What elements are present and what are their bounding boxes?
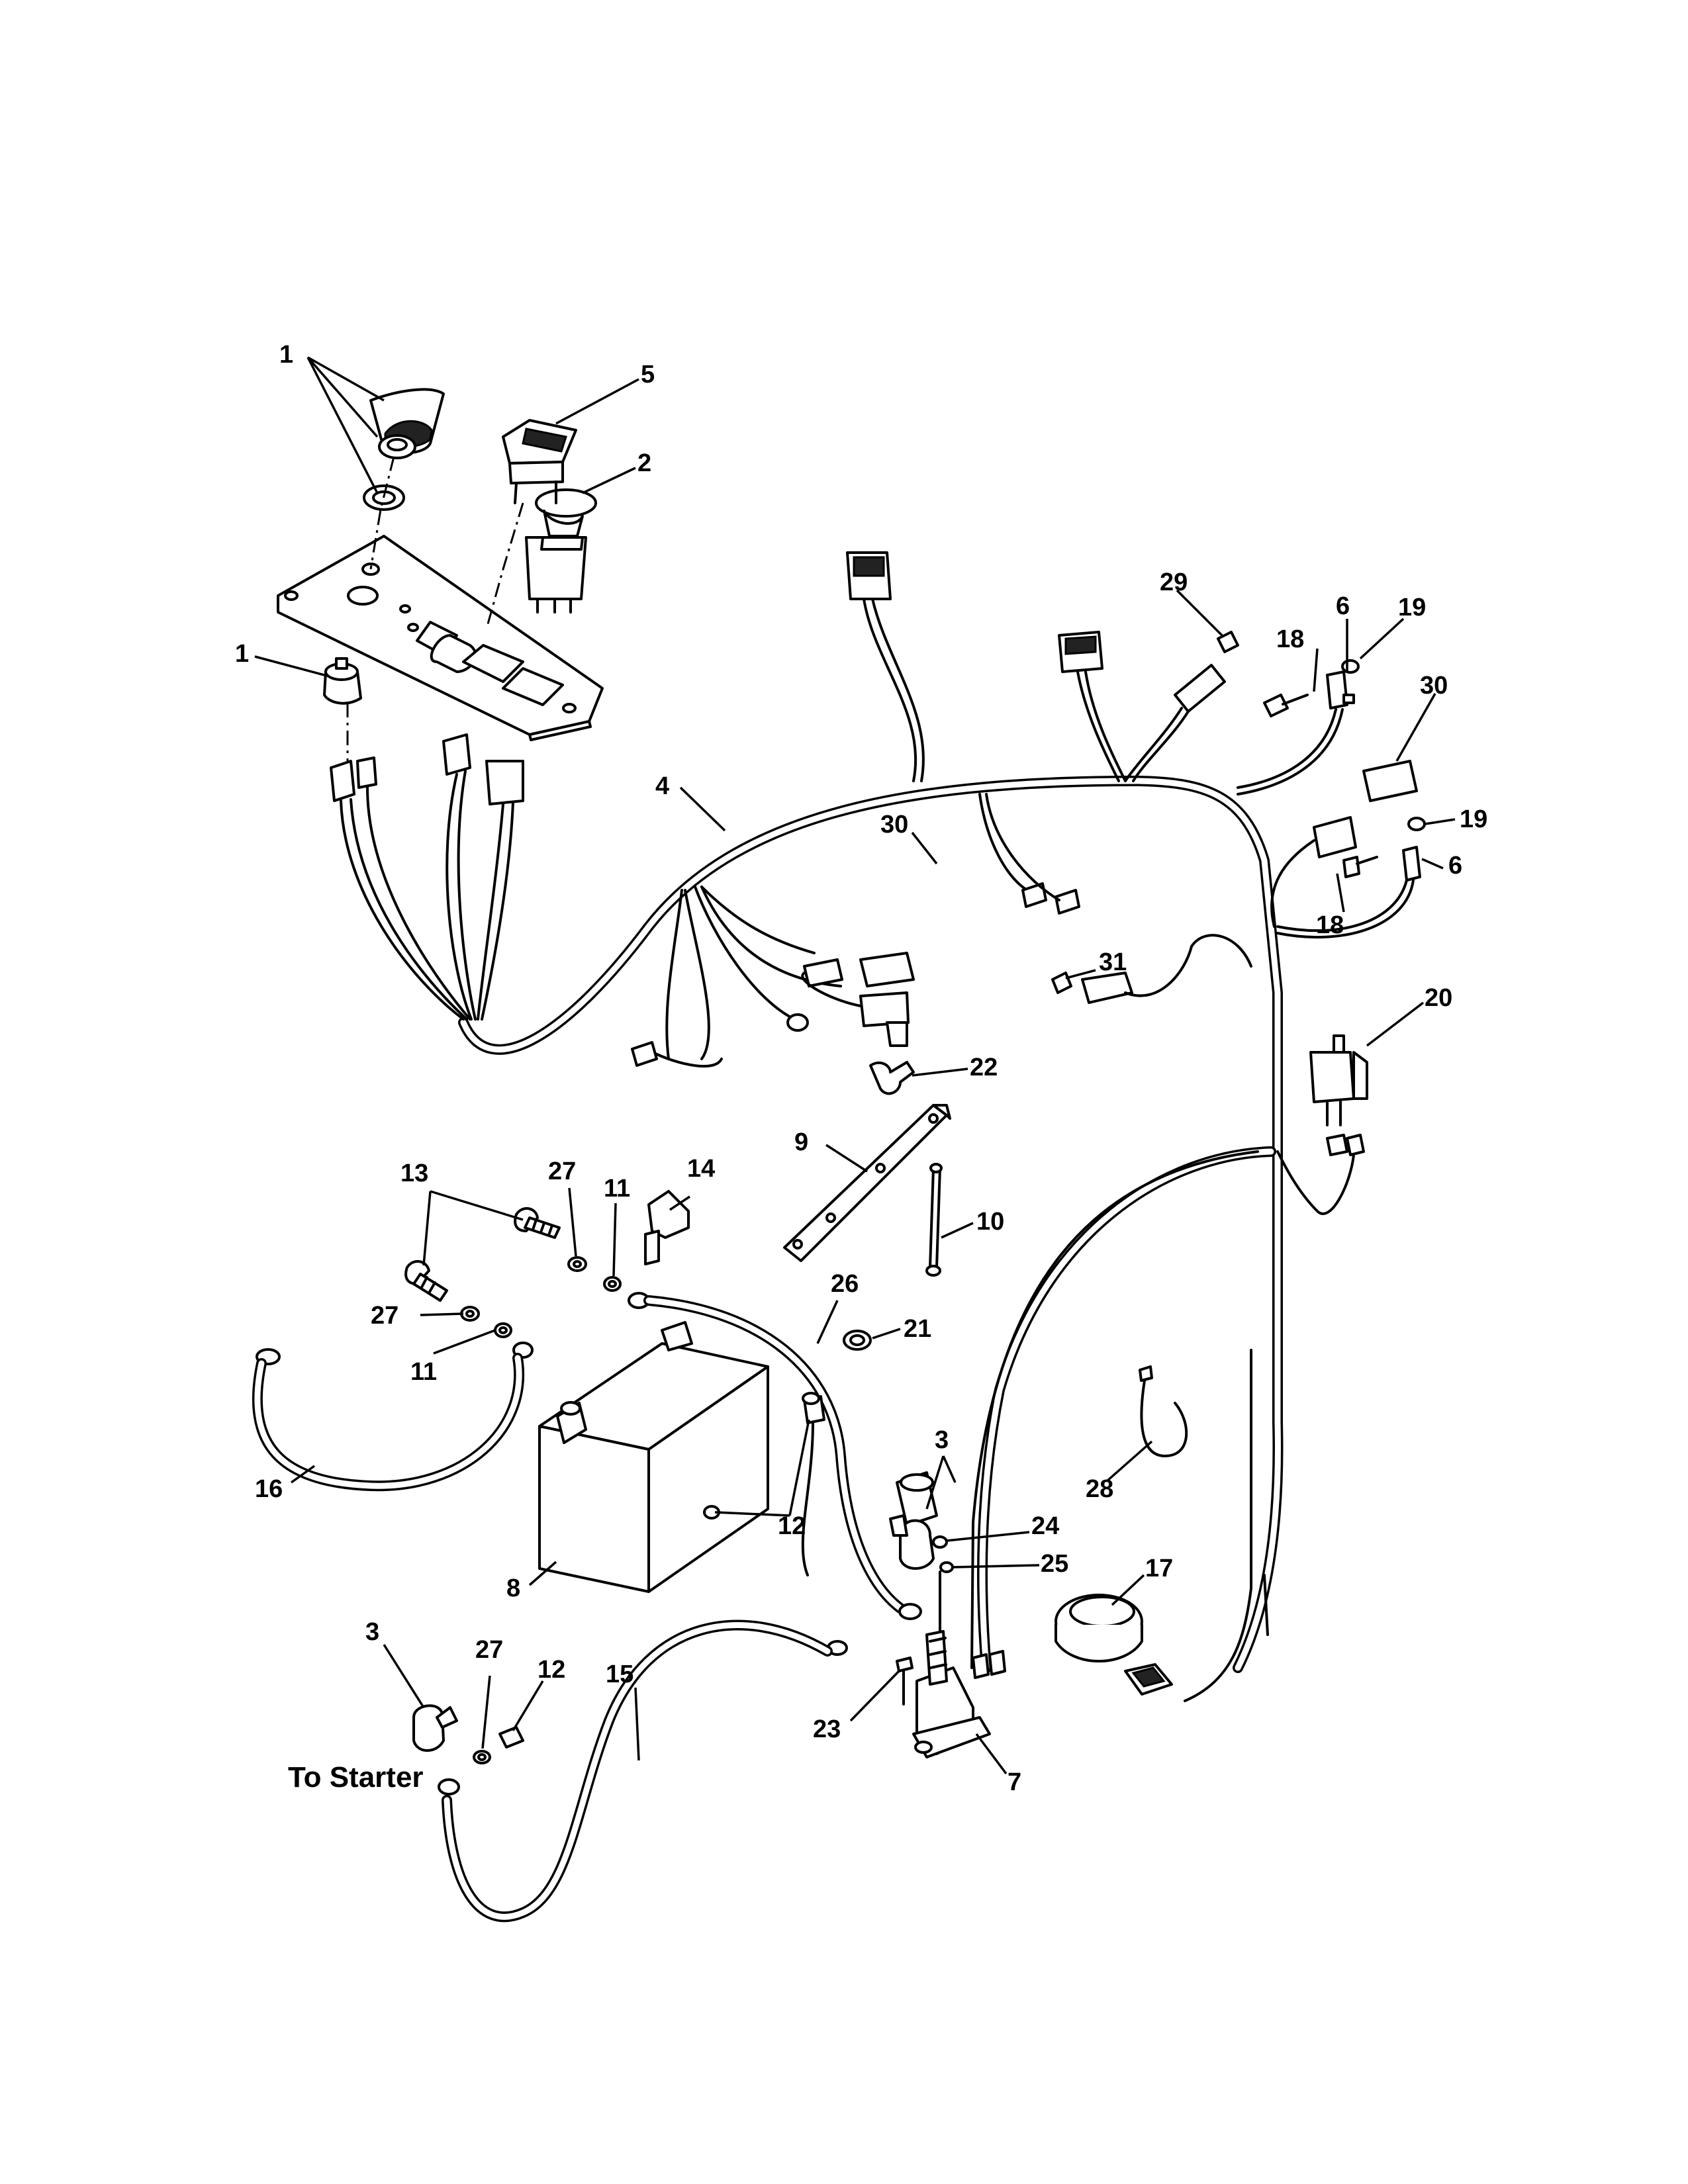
callout-4: 4 — [655, 772, 669, 800]
center-branches — [631, 793, 1252, 1068]
battery-hold-down — [783, 1104, 951, 1262]
callout-1-key: 1 — [279, 341, 293, 369]
callout-12-lower: 12 — [538, 1656, 565, 1684]
callout-22: 22 — [970, 1054, 998, 1081]
callout-27-middle: 27 — [371, 1302, 399, 1330]
callout-1-lamp: 1 — [235, 640, 249, 668]
seat-switch-20 — [1276, 1034, 1368, 1215]
callout-19-upper: 19 — [1398, 594, 1426, 621]
top-connector-seat — [846, 551, 925, 782]
washer-21-hole — [849, 1334, 865, 1346]
leader-lines — [254, 356, 1456, 1775]
right-hardware-upper — [1237, 659, 1426, 938]
solenoid-boots — [889, 1471, 954, 1573]
hold-down-rod — [925, 1163, 943, 1277]
callout-6-upper: 6 — [1336, 592, 1350, 620]
callout-23: 23 — [813, 1715, 841, 1743]
callout-12-upper: 12 — [778, 1512, 806, 1540]
callout-24: 24 — [1031, 1512, 1059, 1540]
callout-16: 16 — [255, 1475, 283, 1503]
callout-2: 2 — [637, 449, 651, 477]
callout-3-lower: 3 — [365, 1618, 379, 1646]
wing-nut-22 — [869, 1061, 915, 1095]
alarm-module-17 — [1055, 1594, 1173, 1696]
key-switch-centerline — [369, 456, 395, 570]
callout-28: 28 — [1086, 1475, 1113, 1503]
rocker-centerline — [485, 502, 524, 629]
ground-cable-16 — [252, 1342, 534, 1492]
callout-8: 8 — [506, 1574, 520, 1602]
callout-17: 17 — [1145, 1555, 1173, 1582]
callout-30-center: 30 — [880, 811, 908, 839]
starter-hardware — [412, 1704, 524, 1764]
callout-26: 26 — [831, 1270, 859, 1298]
callout-15: 15 — [606, 1661, 633, 1688]
callout-29: 29 — [1160, 569, 1188, 596]
to-starter-label: To Starter — [288, 1761, 424, 1794]
callout-27-upper: 27 — [548, 1158, 576, 1185]
callout-30-right: 30 — [1420, 672, 1448, 700]
callout-13: 13 — [400, 1160, 428, 1187]
callout-18-upper: 18 — [1276, 625, 1304, 653]
callout-21: 21 — [904, 1315, 931, 1343]
rocker-switch — [502, 419, 577, 504]
callout-7: 7 — [1008, 1768, 1021, 1796]
callout-20: 20 — [1425, 984, 1452, 1012]
callouts: 1 5 2 1 4 30 29 18 6 19 30 19 6 18 31 22… — [235, 341, 1487, 1796]
callout-27-lower: 27 — [475, 1636, 503, 1664]
main-harness — [458, 775, 1284, 1702]
callout-18-lower: 18 — [1316, 911, 1344, 939]
key-switch-assembly — [363, 388, 445, 511]
cable-tie-28 — [1139, 1365, 1188, 1458]
dash-panel — [277, 535, 604, 741]
starter-solenoid-7 — [896, 1570, 1006, 1758]
callout-31: 31 — [1099, 948, 1127, 976]
starter-cable-15 — [438, 1619, 848, 1923]
indicator-lamp — [323, 657, 362, 705]
panel-connectors — [330, 733, 524, 1021]
battery-8 — [538, 1321, 825, 1593]
callout-6-lower: 6 — [1448, 852, 1462, 880]
callout-19-lower: 19 — [1460, 805, 1487, 833]
callout-10: 10 — [976, 1208, 1004, 1236]
callout-9: 9 — [794, 1128, 808, 1156]
pto-switch — [525, 488, 597, 614]
callout-14: 14 — [687, 1155, 715, 1183]
callout-3-upper: 3 — [935, 1426, 949, 1454]
callout-11-middle: 11 — [410, 1358, 437, 1386]
callout-5: 5 — [641, 361, 655, 388]
battery-hardware — [404, 1190, 690, 1338]
callout-11-upper: 11 — [604, 1175, 630, 1203]
battery-cable-26 — [628, 1292, 922, 1620]
top-connector-center — [1058, 631, 1226, 782]
callout-25: 25 — [1041, 1550, 1068, 1578]
